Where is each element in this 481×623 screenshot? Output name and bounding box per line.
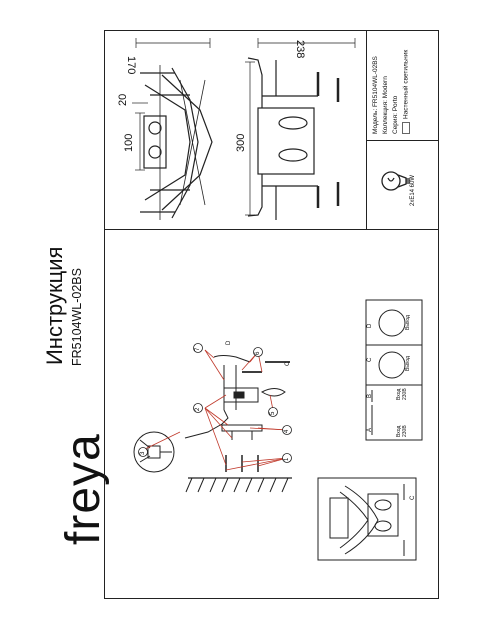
mounted-view-drawing [317, 477, 417, 561]
letter-d-wiring: D [367, 323, 373, 328]
dim-width-238: 238 [294, 40, 306, 59]
info-divider [366, 30, 367, 230]
step-label-2: 2 [195, 407, 201, 411]
diagram-frame [104, 30, 439, 599]
letter-b: B [367, 393, 373, 398]
top-view-drawing [140, 65, 213, 220]
dim-height-300: 300 [235, 133, 247, 152]
letter-d: D [226, 340, 232, 345]
letter-c-wiring: C [367, 357, 373, 362]
side-view-dimensions [245, 38, 356, 216]
frame-divider [104, 229, 439, 230]
top-view-dimensions [132, 38, 211, 171]
step-markers [138, 343, 292, 463]
letter-a: A [367, 427, 373, 432]
bulb-divider [366, 140, 439, 141]
dim-depth-20: 20 [117, 93, 129, 106]
bulb-spec: 2xE14 60W [410, 174, 416, 206]
dim-depth-100: 100 [123, 133, 135, 152]
wiring-output-2: Выход [405, 315, 411, 330]
step-label-7: 7 [195, 347, 201, 351]
assembly-drawing [184, 355, 292, 493]
step-label-3: 3 [140, 451, 146, 455]
wiring-steps [365, 299, 423, 441]
side-view-drawing [247, 57, 340, 220]
dim-width-top: 170 [125, 56, 137, 75]
step-label-5: 5 [270, 411, 276, 415]
letter-c: C [285, 361, 291, 366]
step-label-1: 1 [284, 457, 290, 461]
step-label-6: 6 [255, 351, 261, 355]
connector-inset [133, 431, 175, 473]
wiring-output-1: Выход [405, 356, 411, 371]
step-label-4: 4 [284, 429, 290, 433]
bulb-icon [381, 171, 410, 191]
letter-c-inset: C [410, 495, 416, 500]
